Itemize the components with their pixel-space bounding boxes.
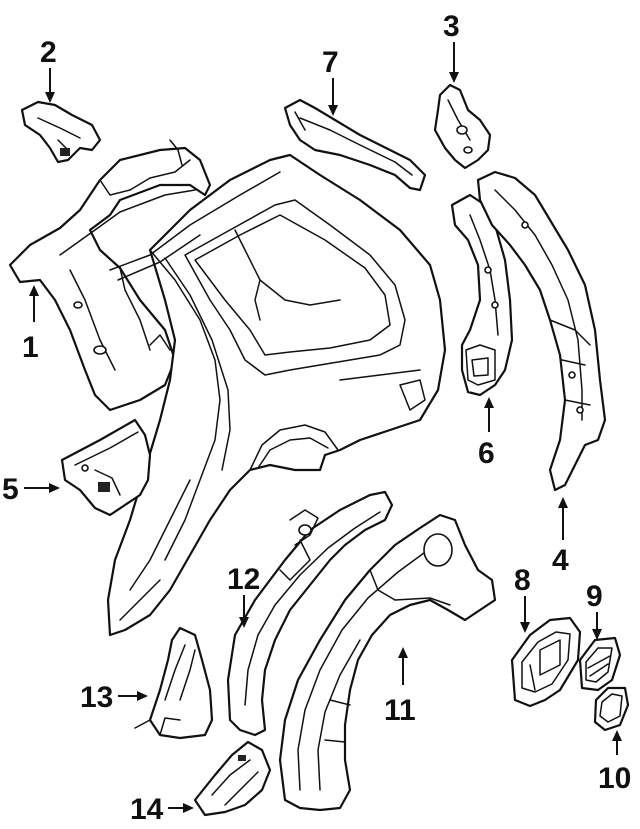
part-1-inner-pillar[interactable] [8,139,212,412]
part-13-extension[interactable] [134,626,214,740]
svg-text:5: 5 [2,473,19,506]
quarter-panel-outer[interactable] [106,153,447,637]
svg-text:7: 7 [322,46,339,79]
svg-text:3: 3 [443,10,460,43]
svg-text:8: 8 [514,564,531,597]
part-9-vent-grille[interactable] [578,636,622,692]
svg-text:11: 11 [384,694,416,727]
part-3-bracket[interactable] [433,83,492,170]
callout-2: 2 [40,36,57,103]
callout-9: 9 [586,580,603,640]
callout-5: 5 [2,473,60,506]
svg-text:6: 6 [478,437,495,470]
callout-11: 11 [384,647,416,727]
callout-10: 10 [598,730,631,795]
callout-13: 13 [80,681,148,714]
part-5-bracket[interactable] [60,418,152,517]
part-10-seal[interactable] [593,686,630,732]
callout-3: 3 [443,10,460,83]
callout-6: 6 [478,397,495,470]
callout-7: 7 [322,46,339,116]
callout-8: 8 [514,564,531,633]
svg-text:9: 9 [586,580,603,613]
svg-text:1: 1 [22,331,39,364]
part-2-bracket[interactable] [20,100,102,164]
svg-text:14: 14 [130,793,164,826]
svg-text:13: 13 [80,681,113,714]
callout-4: 4 [552,497,569,577]
svg-text:10: 10 [598,762,631,795]
callout-14: 14 [130,793,194,826]
part-12-wheelhouse-outer[interactable] [226,490,394,737]
part-4-reinforcement[interactable] [476,170,607,492]
part-7-rail[interactable] [283,98,427,192]
part-8-vent-frame[interactable] [510,616,582,708]
callout-12: 12 [227,563,260,628]
svg-text:12: 12 [227,563,260,596]
callout-1: 1 [22,285,39,364]
part-11-wheelhouse-inner[interactable] [278,513,497,812]
svg-text:4: 4 [552,544,569,577]
part-14-extension[interactable] [193,740,272,817]
svg-text:2: 2 [40,36,57,69]
